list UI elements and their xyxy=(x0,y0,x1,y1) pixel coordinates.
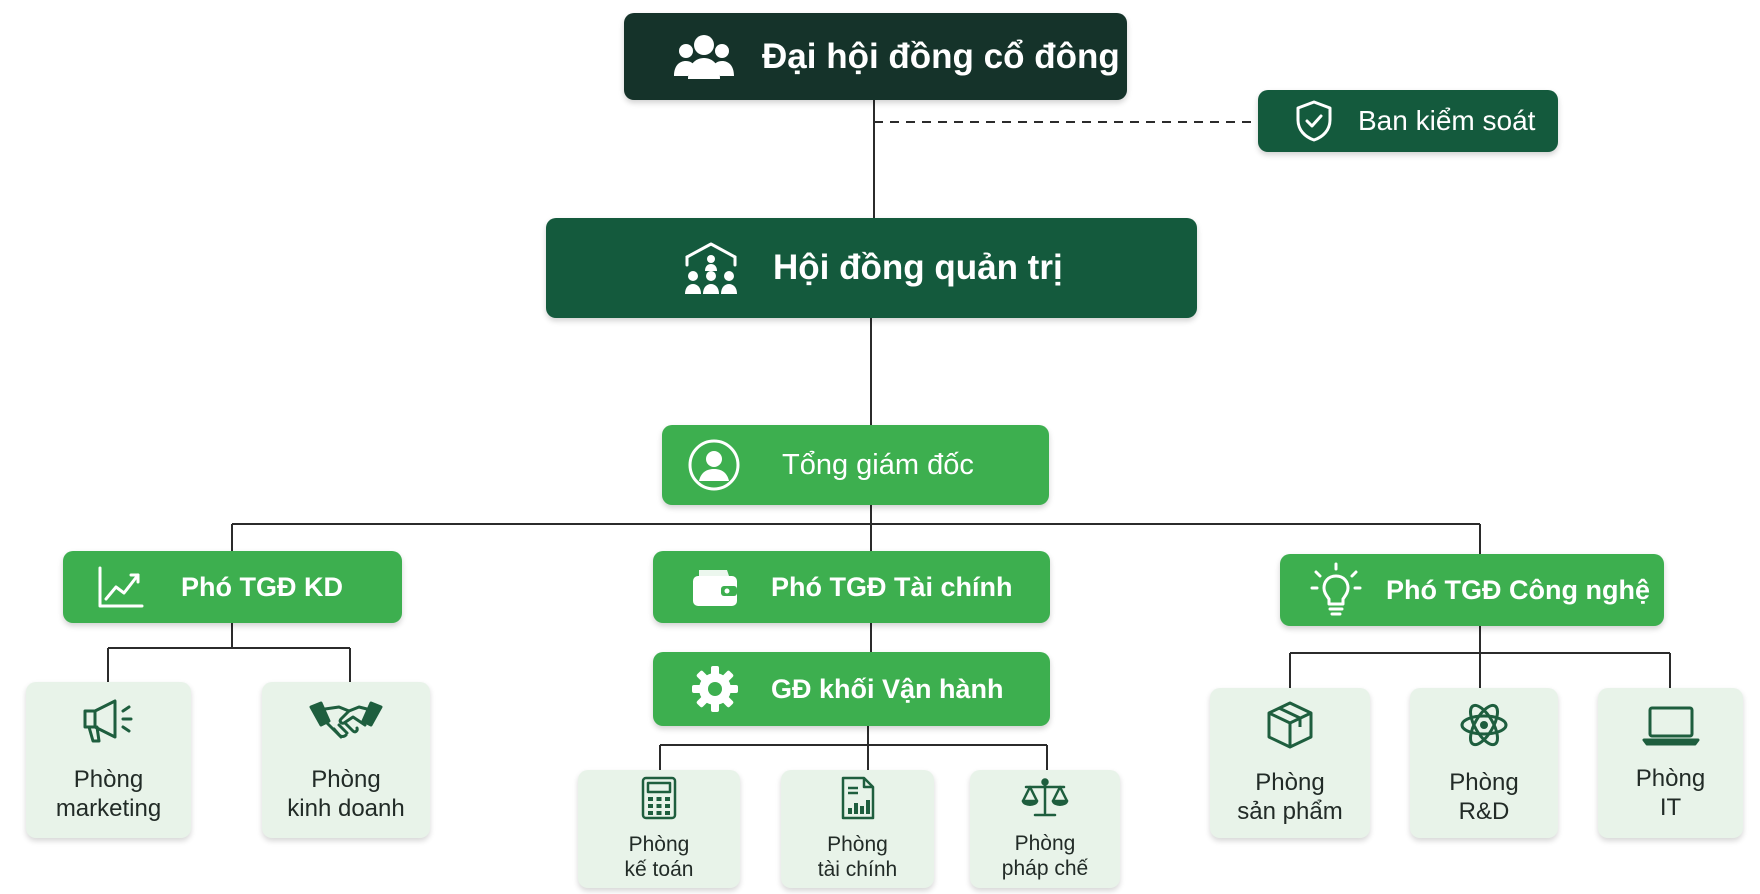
link-cn-depts xyxy=(1289,624,1671,688)
node-vp-business: Phó TGĐ KD xyxy=(63,551,402,623)
gear-icon xyxy=(689,663,741,715)
node-label: Phó TGĐ Công nghệ xyxy=(1386,574,1650,605)
node-supervisory-board: Ban kiểm soát xyxy=(1258,90,1558,152)
node-ceo: Tổng giám đốc xyxy=(662,425,1049,505)
link-kd-depts xyxy=(107,622,351,682)
megaphone-icon xyxy=(79,697,139,752)
scales-icon xyxy=(1020,777,1070,825)
dept-line-2: kinh doanh xyxy=(287,794,405,822)
laptop-icon xyxy=(1642,704,1700,753)
node-label: Hội đồng quản trị xyxy=(773,248,1063,287)
dept-line-2: kế toán xyxy=(624,858,694,881)
node-label: Đại hội đồng cổ đông xyxy=(762,36,1120,76)
shield-check-icon xyxy=(1294,99,1334,143)
dept-rnd: Phòng R&D xyxy=(1410,688,1558,838)
dept-product: Phòng sản phẩm xyxy=(1210,688,1370,838)
node-label: Tổng giám đốc xyxy=(782,448,974,481)
dept-sales: Phòng kinh doanh xyxy=(262,682,430,838)
dept-line-2: R&D xyxy=(1458,797,1510,825)
dept-finance: Phòng tài chính xyxy=(781,770,934,888)
atom-icon xyxy=(1459,700,1509,757)
dept-line-1: Phòng xyxy=(1255,768,1325,796)
node-vp-finance: Phó TGĐ Tài chính xyxy=(653,551,1050,623)
node-label: GĐ khối Vận hành xyxy=(771,673,1004,704)
dept-line-2: marketing xyxy=(55,794,162,822)
dept-line-1: Phòng xyxy=(1635,764,1706,792)
dept-line-1: Phòng xyxy=(827,832,888,856)
dept-line-2: pháp chế xyxy=(1001,857,1089,880)
dept-line-1: Phòng xyxy=(311,765,381,793)
user-circle-icon xyxy=(686,437,742,493)
users-icon xyxy=(674,27,734,87)
dept-line-2: sản phẩm xyxy=(1237,797,1343,825)
lightbulb-icon xyxy=(1310,562,1362,618)
node-vp-technology: Phó TGĐ Công nghệ xyxy=(1280,554,1664,626)
node-label: Ban kiểm soát xyxy=(1358,105,1536,136)
dept-it: Phòng IT xyxy=(1598,688,1743,838)
chart-up-icon xyxy=(97,565,145,609)
dept-line-1: Phòng xyxy=(1449,768,1519,796)
node-operations-director: GĐ khối Vận hành xyxy=(653,652,1050,726)
dept-line-2: tài chính xyxy=(817,858,898,881)
wallet-icon xyxy=(691,565,739,609)
node-board-of-directors: Hội đồng quản trị xyxy=(546,218,1197,318)
calculator-icon xyxy=(641,776,677,826)
handshake-icon xyxy=(309,697,383,752)
node-label: Phó TGĐ KD xyxy=(181,571,343,602)
dept-marketing: Phòng marketing xyxy=(26,682,191,838)
dept-accounting: Phòng kế toán xyxy=(578,770,740,888)
report-icon xyxy=(840,776,876,826)
dept-legal: Phòng pháp chế xyxy=(970,770,1120,888)
node-general-meeting: Đại hội đồng cổ đông xyxy=(624,13,1127,100)
dept-line-1: Phòng xyxy=(1014,831,1076,855)
dept-line-2: IT xyxy=(1659,793,1682,821)
dept-line-1: Phòng xyxy=(73,765,144,793)
link-vh-depts xyxy=(659,722,1048,770)
board-icon xyxy=(681,238,741,298)
box-icon xyxy=(1266,700,1314,757)
dept-line-1: Phòng xyxy=(628,832,690,856)
node-label: Phó TGĐ Tài chính xyxy=(771,571,1013,602)
